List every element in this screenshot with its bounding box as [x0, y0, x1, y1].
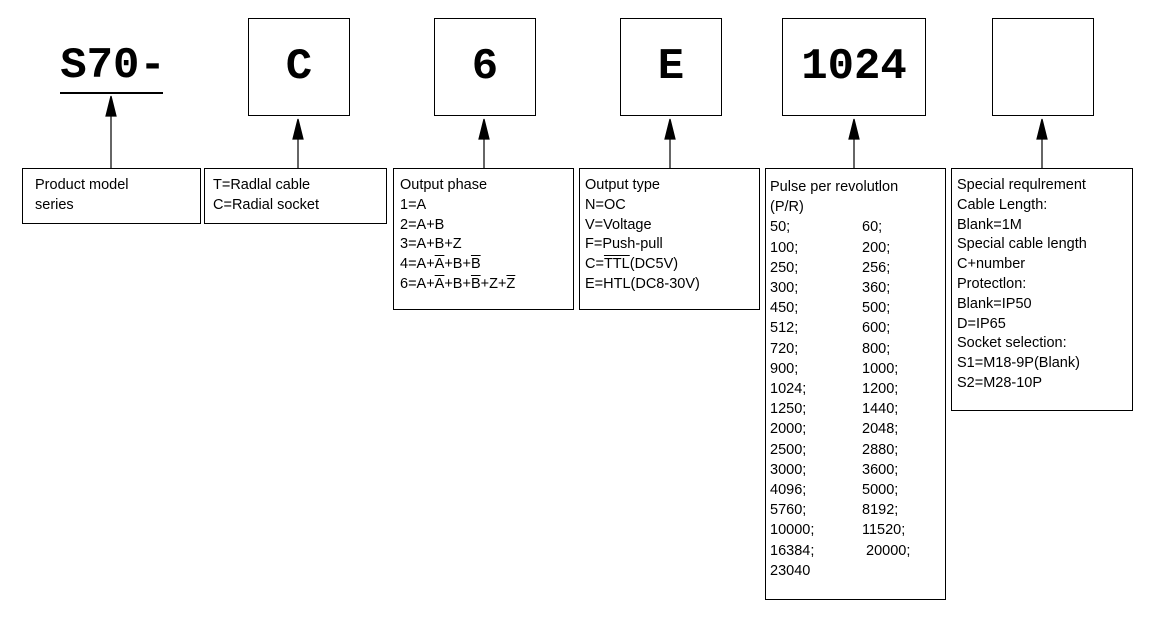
- output-type-push-pull: F=Push-pull: [585, 236, 663, 253]
- pulse-value: 200;: [862, 239, 891, 256]
- pulse-value: 1440;: [862, 401, 899, 418]
- pulse-value: 1200;: [862, 381, 899, 398]
- pulse-value: 4096;: [770, 482, 807, 499]
- special-line-10: S1=M18-9P(Blank): [957, 355, 1080, 372]
- product-line-1: Product model: [35, 177, 129, 193]
- pulse-value: 720;: [770, 340, 799, 357]
- pulse-per-revolution-box: Pulse per revolutlon (P/R) 50; 60; 100; 200…: [765, 168, 946, 600]
- pulse-value: 450;: [770, 300, 799, 317]
- pulse-code: 1024: [801, 42, 907, 92]
- phase-option-3: 3=A+B+Z: [400, 236, 462, 253]
- pulse-code-box: 1024: [782, 18, 926, 116]
- special-line-7: Blank=IP50: [957, 295, 1032, 312]
- phase-title: Output phase: [400, 177, 488, 193]
- pulse-value: 20000;: [862, 542, 911, 559]
- output-type-ttl: C=TTL(DC5V): [585, 256, 679, 273]
- pulse-value: 2000;: [770, 421, 807, 438]
- pulse-value: 300;: [770, 280, 799, 297]
- output-type-htl: E=HTL(DC8-30V): [585, 275, 700, 292]
- special-requirement-box: Special requlrement Cable Length: Blank=…: [951, 168, 1133, 411]
- pulse-value: 250;: [770, 259, 799, 276]
- pulse-value: 100;: [770, 239, 799, 256]
- special-line-11: S2=M28-10P: [957, 374, 1043, 391]
- phase-code: 6: [471, 42, 499, 92]
- pulse-value: 900;: [770, 360, 799, 377]
- pulse-value: 600;: [862, 320, 891, 337]
- pulse-values-grid: 50; 60; 100; 200; 250; 256; 300; 360; 450; 500; 51…: [770, 217, 945, 581]
- output-phase-box: Output phase 1=A 2=A+B 3=A+B+Z 4=A+A+B+B…: [393, 168, 574, 310]
- pulse-value: 500;: [862, 300, 891, 317]
- pulse-value: 8192;: [862, 502, 899, 519]
- pulse-value: 1000;: [862, 360, 899, 377]
- pulse-value: 60;: [862, 219, 883, 236]
- pulse-value: 2880;: [862, 441, 899, 458]
- output-type-code-box: E: [620, 18, 722, 116]
- special-code-box: [992, 18, 1094, 116]
- pulse-value: 16384;: [770, 542, 815, 559]
- pulse-value: 5000;: [862, 482, 899, 499]
- pulse-unit: (P/R): [770, 199, 804, 216]
- pulse-value: 1024;: [770, 381, 807, 398]
- pulse-value: 800;: [862, 340, 891, 357]
- special-line-1: Special requlrement: [957, 177, 1086, 193]
- output-type-box: Output type N=OC V=Voltage F=Push-pull C…: [579, 168, 760, 310]
- special-line-9: Socket selection:: [957, 335, 1067, 352]
- special-line-2: Cable Length:: [957, 196, 1048, 213]
- model-prefix-underline: [60, 92, 163, 94]
- pulse-title: Pulse per revolutlon: [770, 179, 899, 195]
- output-type-oc: N=OC: [585, 196, 626, 213]
- special-line-8: D=IP65: [957, 315, 1006, 332]
- pulse-value: 3000;: [770, 461, 807, 478]
- cable-line-2: C=Radial socket: [213, 196, 319, 213]
- special-line-5: C+number: [957, 256, 1026, 273]
- product-line-2: series: [35, 196, 74, 213]
- cable-type-box: T=Radlal cable C=Radial socket: [204, 168, 387, 224]
- special-line-3: Blank=1M: [957, 216, 1022, 233]
- pulse-value: 256;: [862, 259, 891, 276]
- pulse-value: 3600;: [862, 461, 899, 478]
- pulse-value: 10000;: [770, 522, 815, 539]
- phase-option-6: 6=A+A+B+B+Z+Z: [400, 275, 516, 292]
- cable-code: C: [285, 42, 313, 92]
- phase-option-1: 1=A: [400, 196, 427, 213]
- special-line-6: Protectlon:: [957, 275, 1027, 292]
- pulse-value: 50;: [770, 219, 791, 236]
- pulse-value: 2048;: [862, 421, 899, 438]
- phase-option-2: 2=A+B: [400, 216, 445, 233]
- pulse-value: 23040: [770, 562, 811, 579]
- pulse-value: 512;: [770, 320, 799, 337]
- phase-code-box: 6: [434, 18, 536, 116]
- pulse-value: 11520;: [862, 522, 906, 539]
- model-prefix: S70-: [60, 41, 166, 91]
- phase-option-4: 4=A+A+B+B: [400, 256, 481, 273]
- pulse-value: 1250;: [770, 401, 807, 418]
- output-type-title: Output type: [585, 177, 660, 193]
- output-type-voltage: V=Voltage: [585, 216, 652, 233]
- pulse-value: 360;: [862, 280, 891, 297]
- product-model-box: Product model series: [22, 168, 201, 224]
- pulse-value: 2500;: [770, 441, 807, 458]
- pulse-value: 5760;: [770, 502, 807, 519]
- special-line-4: Special cable length: [957, 236, 1087, 253]
- cable-line-1: T=Radlal cable: [213, 177, 311, 193]
- output-type-code: E: [657, 42, 685, 92]
- cable-code-box: C: [248, 18, 350, 116]
